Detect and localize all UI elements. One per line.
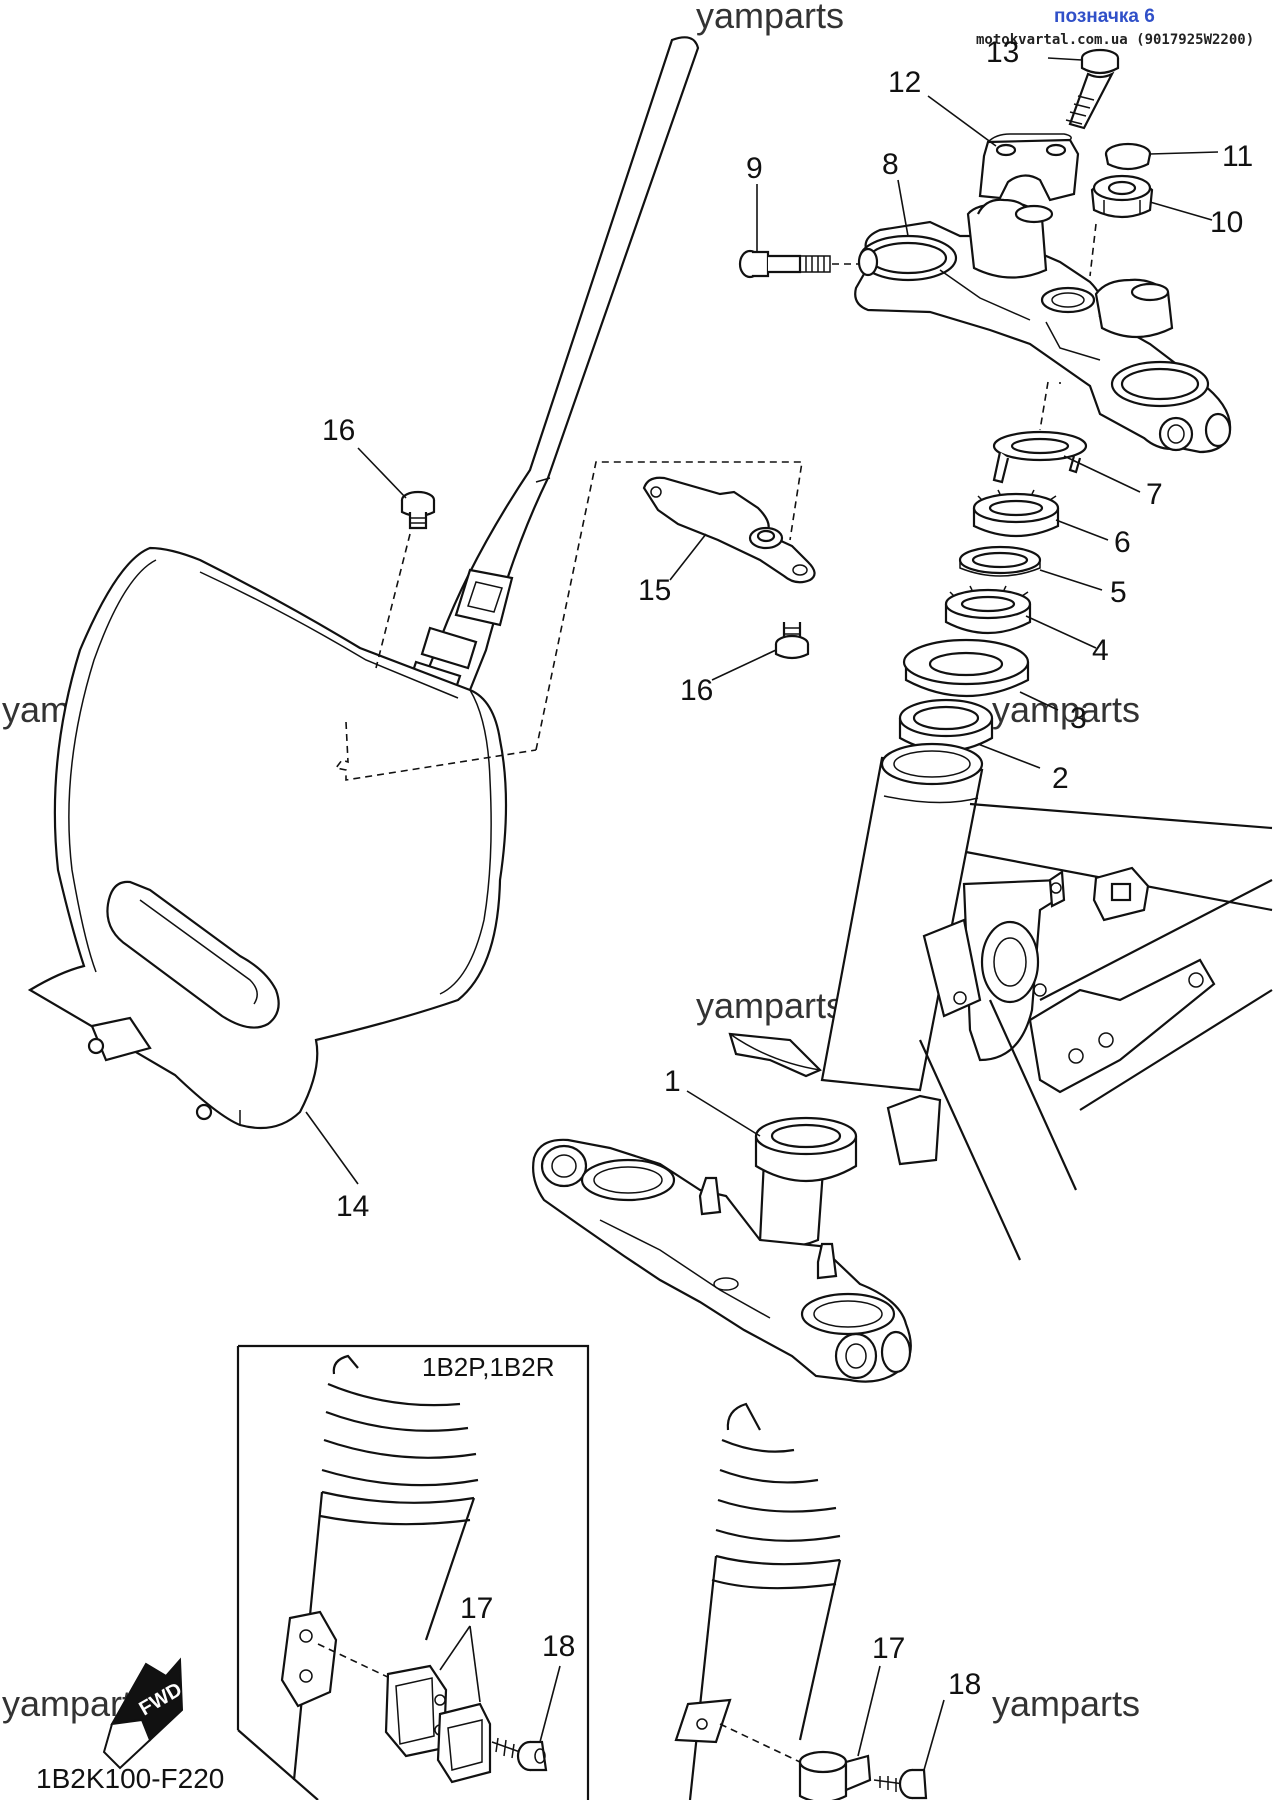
- callout-6: 6: [1114, 526, 1131, 559]
- callout-11: 11: [1222, 140, 1253, 173]
- variant-inset: 1B2P,1B2R: [236, 1344, 590, 1800]
- callout-4: 4: [1092, 634, 1109, 667]
- callout-17-inset: 17: [460, 1592, 493, 1625]
- bolt-18-right: [873, 1768, 928, 1800]
- watermark-bottom-right: yamparts: [992, 1683, 1140, 1724]
- diagram-code: 1B2K100-F220: [36, 1763, 224, 1794]
- upper-bracket: [854, 198, 1232, 454]
- plate-bracket: [642, 476, 816, 584]
- callout-16-lower: 16: [680, 674, 713, 707]
- ring-nut-4: [944, 585, 1032, 635]
- callout-13: 13: [986, 36, 1019, 69]
- bolt-16-lower: [774, 622, 810, 660]
- callout-18-main: 18: [948, 1668, 981, 1701]
- ring-nut-6: [972, 489, 1060, 538]
- nut-10: [1090, 174, 1154, 219]
- callout-16-upper: 16: [322, 414, 355, 447]
- callout-14: 14: [336, 1190, 369, 1223]
- callout-18-inset: 18: [542, 1630, 575, 1663]
- callout-2: 2: [1052, 762, 1069, 795]
- watermark-right: yamparts: [992, 689, 1140, 730]
- callout-8: 8: [882, 148, 899, 181]
- callout-12: 12: [888, 66, 921, 99]
- callout-17-main: 17: [872, 1632, 905, 1665]
- watermark-top: yamparts: [696, 0, 844, 36]
- lock-washer-7: [992, 430, 1088, 484]
- handlebar-holder-12: [978, 133, 1080, 202]
- cap-11: [1104, 142, 1152, 171]
- bearing-2: [898, 698, 994, 752]
- callout-10: 10: [1210, 206, 1243, 239]
- inset-variant-label: 1B2P,1B2R: [422, 1352, 555, 1382]
- number-plate: [27, 36, 803, 1130]
- bolt-13: [1065, 48, 1120, 130]
- callout-5: 5: [1110, 576, 1127, 609]
- callout-1: 1: [664, 1065, 681, 1098]
- callout-leaders: [305, 57, 1219, 1771]
- bolt-16-upper: [400, 490, 436, 530]
- bolt-9: [738, 247, 879, 279]
- watermark-center: yamparts: [696, 985, 844, 1026]
- header-source: motokvartal.com.ua (9017925W2200): [976, 32, 1254, 48]
- fwd-arrow: FWD: [102, 1657, 186, 1770]
- steering-stem: [532, 1116, 912, 1383]
- header-link[interactable]: позначка 6: [1054, 6, 1155, 27]
- washer-5: [958, 545, 1042, 577]
- dust-seal-3: [902, 638, 1030, 698]
- callout-15: 15: [638, 574, 671, 607]
- callout-7: 7: [1146, 478, 1163, 511]
- clamp-17-right: [798, 1750, 872, 1800]
- fork-right: [674, 1402, 842, 1800]
- frame-headstock: [728, 742, 1273, 1261]
- callout-9: 9: [746, 152, 763, 185]
- callout-3: 3: [1070, 702, 1087, 735]
